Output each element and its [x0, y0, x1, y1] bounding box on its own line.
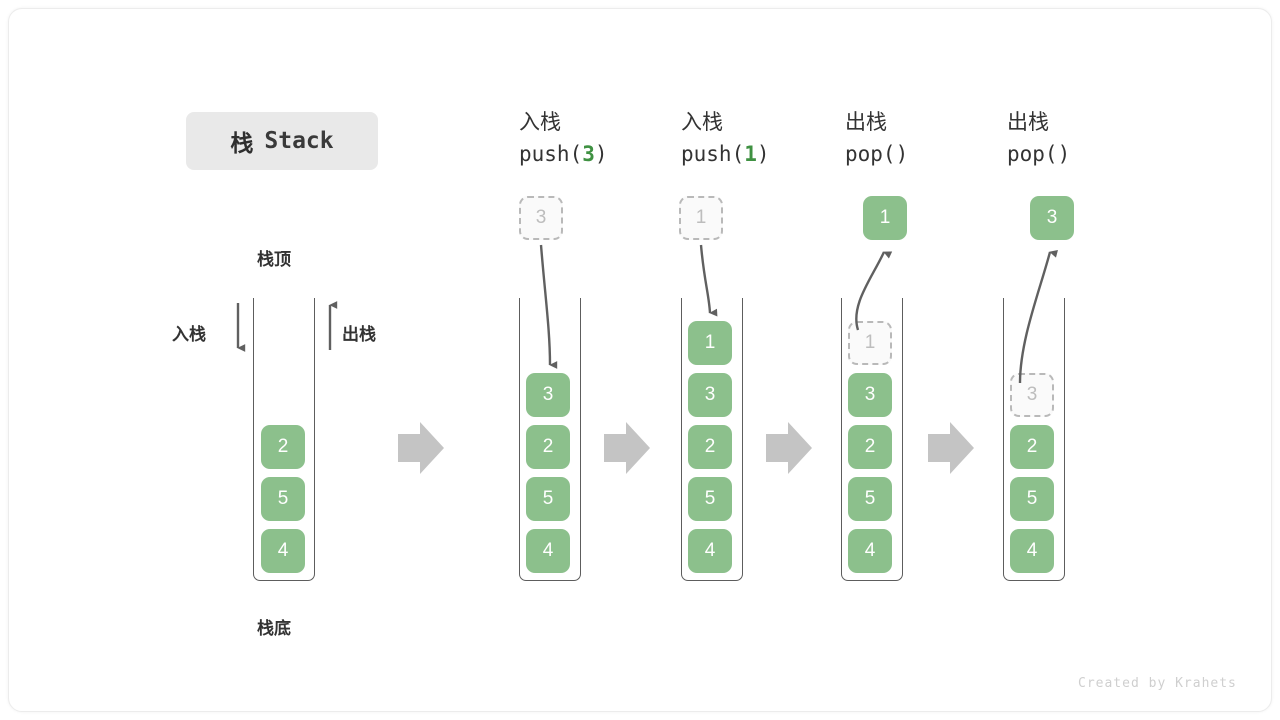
stack-cell: 4 [1010, 529, 1054, 573]
column-header-zh: 出栈 [845, 111, 887, 134]
column-header-zh: 入栈 [519, 111, 561, 134]
fn-prefix: push( [681, 142, 745, 166]
stack-cell: 1 [688, 321, 732, 365]
fn-argument: 3 [582, 142, 595, 166]
push-side-label: 入栈 [172, 325, 206, 344]
stack-ghost-cell: 3 [1010, 373, 1054, 417]
stack-cell: 4 [688, 529, 732, 573]
column-header-pop-1: 出栈 pop() [845, 108, 908, 170]
stack-cell: 5 [688, 477, 732, 521]
column-header-fn: pop() [1007, 138, 1070, 170]
fn-suffix: ) [1057, 142, 1071, 166]
floating-popped-cell: 1 [863, 196, 907, 240]
column-header-fn: push(1) [681, 138, 770, 170]
column-header-fn: pop() [845, 138, 908, 170]
fn-prefix: push( [519, 142, 583, 166]
stage-transition-arrow [604, 422, 650, 474]
stage-transition-arrow [398, 422, 444, 474]
column-header-pop-3: 出栈 pop() [1007, 108, 1070, 170]
stack-bottom-label: 栈底 [257, 619, 291, 638]
column-header-push-3: 入栈 push(3) [519, 108, 608, 170]
stack-cell: 3 [526, 373, 570, 417]
stack-cell: 2 [526, 425, 570, 469]
stack-cell: 4 [848, 529, 892, 573]
stack-cell: 5 [261, 477, 305, 521]
fn-argument: 1 [744, 142, 757, 166]
stage-transition-arrow [928, 422, 974, 474]
column-header-zh: 出栈 [1007, 111, 1049, 134]
stack-cell: 5 [1010, 477, 1054, 521]
stage-transition-arrow [766, 422, 812, 474]
title-en: Stack [264, 128, 334, 154]
stack-ghost-cell: 1 [848, 321, 892, 365]
stack-cell: 2 [1010, 425, 1054, 469]
column-header-fn: push(3) [519, 138, 608, 170]
stack-cell: 4 [526, 529, 570, 573]
fn-prefix: pop( [1007, 142, 1058, 166]
stack-cell: 3 [688, 373, 732, 417]
title-zh: 栈 [230, 130, 255, 156]
fn-prefix: pop( [845, 142, 896, 166]
fn-suffix: ) [756, 142, 770, 166]
stack-container-push-3 [519, 298, 581, 581]
floating-ghost-cell: 3 [519, 196, 563, 240]
stack-cell: 2 [261, 425, 305, 469]
stack-title-badge: 栈 Stack [186, 112, 378, 170]
stack-container-pop-3 [1003, 298, 1065, 581]
floating-ghost-cell: 1 [679, 196, 723, 240]
stack-container-initial [253, 298, 315, 581]
stack-container-push-1 [681, 298, 743, 581]
pop-side-label: 出栈 [342, 325, 376, 344]
column-header-push-1: 入栈 push(1) [681, 108, 770, 170]
stack-cell: 2 [848, 425, 892, 469]
stack-container-pop-1 [841, 298, 903, 581]
stack-cell: 4 [261, 529, 305, 573]
stack-cell: 2 [688, 425, 732, 469]
stack-cell: 5 [526, 477, 570, 521]
stack-cell: 3 [848, 373, 892, 417]
fn-suffix: ) [594, 142, 608, 166]
floating-popped-cell: 3 [1030, 196, 1074, 240]
stack-top-label: 栈顶 [257, 250, 291, 269]
fn-suffix: ) [895, 142, 909, 166]
stack-cell: 5 [848, 477, 892, 521]
watermark: Created by Krahets [1078, 676, 1237, 691]
column-header-zh: 入栈 [681, 111, 723, 134]
